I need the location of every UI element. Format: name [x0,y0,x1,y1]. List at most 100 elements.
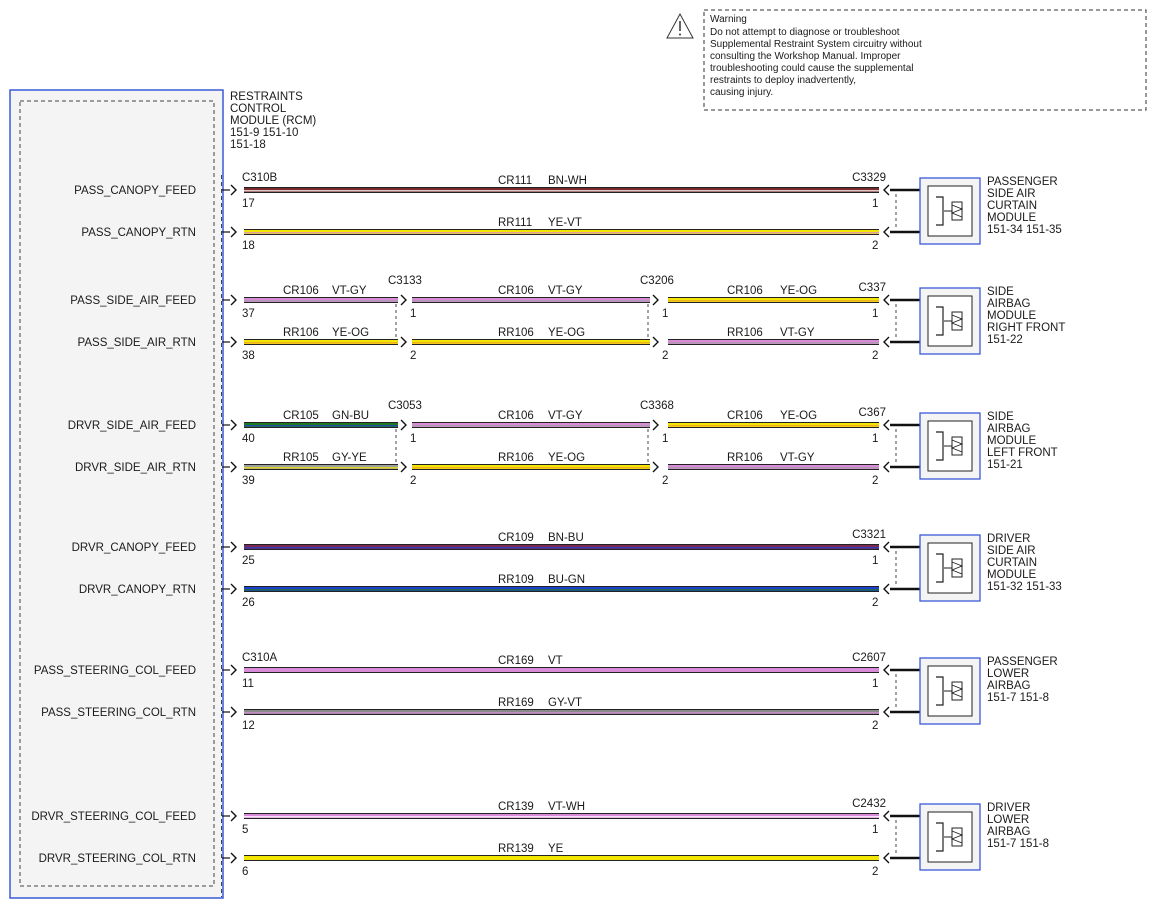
rcm-pin-chevron [230,852,237,864]
squib-zigzag-icon [950,561,964,575]
inline-connector-chevron [652,461,659,473]
circuit-number: RR109 [498,574,534,586]
rcm-connector-label: C310A [242,652,277,664]
circuit-number: RR106 [727,452,763,464]
circuit-number: CR139 [498,801,534,813]
module-ref: 151-18 [230,139,266,151]
rcm-pin-chevron [230,541,237,553]
inline-connector-label: C3368 [640,400,674,412]
squib-bracket-icon [936,676,944,706]
rcm-pin-chevron [230,184,237,196]
device-name-line: MODULE [987,212,1037,224]
device-pin-number: 2 [872,866,878,878]
rcm-pin-number: 18 [242,240,255,252]
circuit-number: CR106 [727,410,763,422]
inline-connector-label: C3053 [388,400,422,412]
circuit-number: CR106 [498,410,534,422]
device-connector-label: C2432 [852,798,886,810]
device-connector-label: C2607 [852,652,886,664]
wire-color: GN-BU [332,410,369,422]
device-pin-chevron [883,294,890,306]
circuit-number: RR106 [498,452,534,464]
wire-color: VT-GY [548,285,583,297]
signal-label: DRVR_STEERING_COL_FEED [31,811,196,823]
device-name-line: LOWER [987,668,1029,680]
device-ref: 151-22 [987,334,1023,346]
rcm-pin-number: 40 [242,433,255,445]
device-name-line: MODULE [987,310,1037,322]
module-title-line: CONTROL [230,103,287,115]
signal-label: PASS_SIDE_AIR_FEED [70,295,196,307]
device-pin-chevron [883,852,890,864]
wire-color: YE-OG [548,327,585,339]
squib-zigzag-icon [950,830,964,844]
signal-label: DRVR_SIDE_AIR_RTN [75,462,196,474]
signal-label: PASS_CANOPY_FEED [74,185,196,197]
device-name-line: DRIVER [987,802,1030,814]
inline-connector-chevron [652,419,659,431]
device-pin-chevron [883,461,890,473]
warning-line: restraints to deploy inadvertently, [710,75,856,86]
wire-color: BU-GN [548,574,585,586]
circuit-number: CR109 [498,532,534,544]
rcm-connector-label: C310B [242,172,277,184]
inline-connector-chevron [400,461,407,473]
squib-zigzag-icon [950,204,964,218]
circuit-number: CR105 [283,410,319,422]
device-ref: 151-7 151-8 [987,838,1049,850]
device-pin-chevron [883,664,890,676]
device-name-line: LOWER [987,814,1029,826]
rcm-pin-chevron [230,810,237,822]
circuit-number: CR169 [498,655,534,667]
rcm-pin-number: 5 [242,824,248,836]
rcm-pin-number: 39 [242,475,255,487]
device-name-line: CURTAIN [987,557,1037,569]
squib-zigzag-icon [950,314,964,328]
rcm-pin-number: 6 [242,866,248,878]
signal-label: PASS_CANOPY_RTN [81,227,196,239]
rcm-pin-number: 17 [242,198,255,210]
device-connector-label: C337 [859,282,887,294]
device-pin-chevron [883,706,890,718]
rcm-pin-chevron [230,664,237,676]
device-ref: 151-7 151-8 [987,692,1049,704]
wire-color: YE-VT [548,217,582,229]
rcm-pin-chevron [230,461,237,473]
rcm-pin-number: 37 [242,308,255,320]
warning-triangle-icon [666,12,694,39]
squib-zigzag-icon [950,439,964,453]
device-name-line: MODULE [987,435,1037,447]
device-name-line: SIDE AIR [987,545,1036,557]
wire-color: VT-GY [780,452,815,464]
device-pin-chevron [883,541,890,553]
inline-connector-chevron [652,294,659,306]
wire-color: BN-WH [548,175,587,187]
wire-color: VT-WH [548,801,585,813]
device-pin-chevron [883,419,890,431]
circuit-number: RR106 [727,327,763,339]
signal-label: DRVR_CANOPY_FEED [72,542,196,554]
device-name-line: DRIVER [987,533,1030,545]
signal-label: PASS_STEERING_COL_FEED [34,665,196,677]
wire-color: VT-GY [332,285,367,297]
signal-label: DRVR_SIDE_AIR_FEED [68,420,196,432]
squib-bracket-icon [936,822,944,852]
circuit-number: CR106 [283,285,319,297]
device-pin-number: 1 [872,308,878,320]
rcm-pin-chevron [230,706,237,718]
warning-line: consulting the Workshop Manual. Improper [710,51,901,62]
rcm-pin-number: 12 [242,720,255,732]
rcm-pin-chevron [230,336,237,348]
circuit-number: RR106 [498,327,534,339]
device-pin-number: 1 [872,198,878,210]
circuit-number: CR106 [498,285,534,297]
warning-box: Warning Do not attempt to diagnose or tr… [666,9,1147,111]
inline-pin-number: 1 [410,433,416,445]
device-name-line: AIRBAG [987,298,1031,310]
device-connector-label: C3321 [852,529,886,541]
rcm-pin-number: 11 [242,678,254,690]
warning-line: troubleshooting could cause the suppleme… [710,63,913,74]
device-name-line: LEFT FRONT [987,447,1058,459]
device-name-line: PASSENGER [987,176,1058,188]
